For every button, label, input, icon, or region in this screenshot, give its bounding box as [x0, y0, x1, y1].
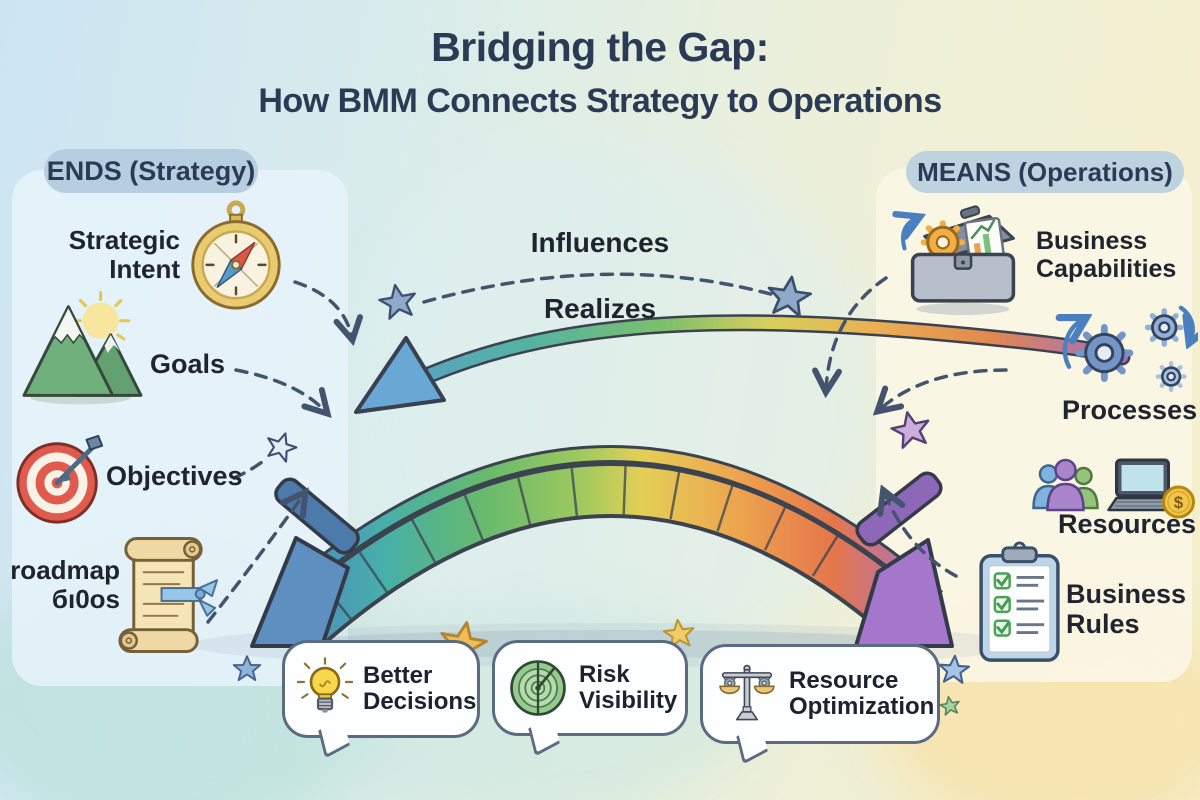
realizes-label: Realizes — [543, 293, 657, 324]
influences-dashed-arc — [422, 272, 790, 304]
star-icon — [764, 272, 815, 319]
ends-item-objectives-label: Objectives — [106, 461, 243, 491]
means-item-business-rules-label: Business Rules — [1066, 579, 1187, 639]
benefit-bubble-better-decisions: Better Decisions — [282, 640, 480, 759]
mountain-icon — [18, 290, 154, 412]
team-laptop-coin-icon: $ — [1020, 444, 1196, 524]
compass-icon — [182, 198, 290, 316]
star-icon — [938, 694, 962, 717]
realizes-arrow — [354, 314, 1131, 414]
arrow-strategic-intent-to-bridge — [293, 280, 352, 338]
lightbulb-icon — [297, 656, 353, 722]
star-icon — [262, 427, 301, 465]
arrow-rules-to-bridge — [884, 492, 958, 578]
arrow-capabilities-to-bridge — [826, 276, 888, 390]
page-title-line1: Bridging the Gap: — [431, 24, 769, 70]
dashed-connectors — [206, 272, 1008, 624]
rainbow-bridge — [250, 445, 954, 653]
arrow-objectives-to-bridge — [232, 457, 268, 480]
ends-item-goals-label: Goals — [150, 349, 226, 379]
page-title-line2: How BMM Connects Strategy to Operations — [258, 82, 942, 120]
influences-label: Influences — [530, 227, 670, 258]
radar-icon — [507, 657, 569, 719]
realizes-arrowhead — [354, 336, 446, 414]
gears-icon — [1048, 298, 1198, 406]
ends-header-pill: ENDS (Strategy) — [44, 149, 258, 193]
star-icon — [376, 280, 420, 321]
arrow-roadmap-to-bridge — [206, 494, 304, 624]
balance-scales-icon — [715, 663, 779, 725]
background-patch — [340, 140, 880, 680]
ends-item-strategic-intent-label: Strategic Intent — [68, 225, 180, 284]
benefit-label: Risk Visibility — [579, 661, 678, 714]
arrow-goals-to-bridge — [234, 368, 326, 412]
means-item-resources-label: Resources — [1058, 509, 1197, 539]
star-icon — [887, 407, 934, 451]
benefit-label: Better Decisions — [363, 662, 477, 715]
target-dart-icon — [12, 430, 110, 528]
bridge-capstone-right — [855, 471, 943, 547]
star-icon — [232, 655, 262, 681]
scroll-icon — [108, 530, 222, 660]
clipboard-checklist-icon — [972, 540, 1068, 668]
bridge-capstone-left — [274, 477, 360, 555]
ends-item-roadmap-label: roadmap бı0os — [10, 555, 120, 614]
means-header-pill: MEANS (Operations) — [906, 151, 1184, 193]
toolbox-icon — [890, 196, 1032, 322]
benefit-bubble-risk-visibility: Risk Visibility — [492, 640, 688, 757]
star-icon — [937, 653, 971, 685]
means-item-business-capabilities-label: Business Capabilities — [1036, 227, 1177, 283]
benefit-label: Resource Optimization — [789, 667, 935, 720]
means-item-processes-label: Processes — [1062, 395, 1198, 425]
benefit-bubble-resource-optimization: Resource Optimization — [700, 644, 940, 765]
arrow-processes-to-bridge — [879, 368, 1008, 410]
svg-text:$: $ — [1174, 493, 1184, 512]
